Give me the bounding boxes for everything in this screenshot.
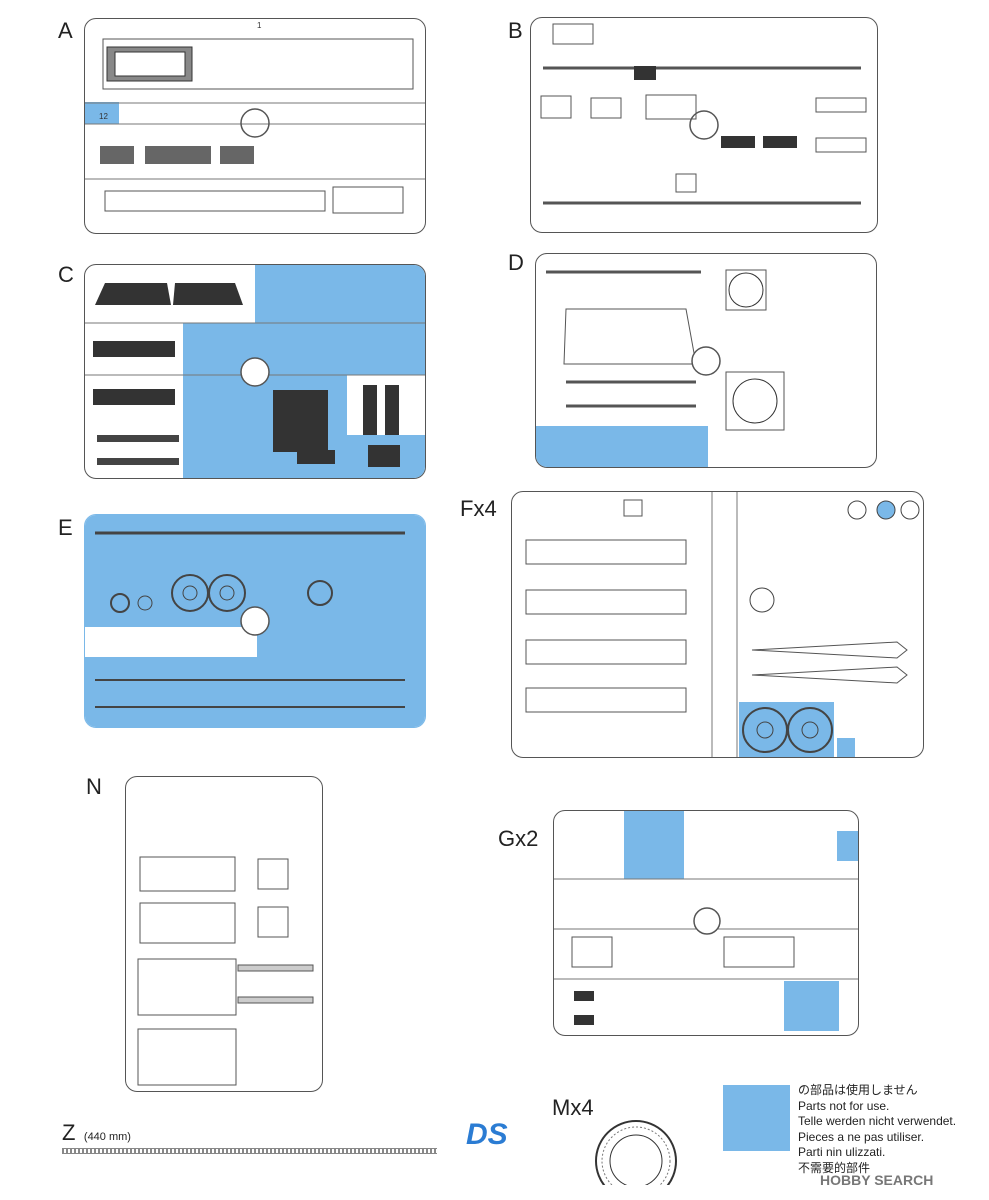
sprue-d-parts <box>536 269 785 467</box>
sprue-label-n: N <box>86 774 102 799</box>
sprue-e <box>84 514 426 728</box>
sprue-g <box>553 810 859 1036</box>
sprue-label-e: E <box>58 515 73 540</box>
legend: の部品は使用しません Parts not for use. Telle werd… <box>798 1083 956 1176</box>
legend-line: Telle werden nicht verwendet. <box>798 1114 957 1128</box>
watermark: HOBBY SEARCH <box>820 1172 933 1188</box>
svg-text:12: 12 <box>99 112 108 121</box>
legend-line: 不需要的部件 <box>798 1160 871 1175</box>
sprue-label-f: Fx4 <box>460 496 497 521</box>
sprue-label-a: A <box>58 18 73 43</box>
legend-line: Parti nin ulizzati. <box>798 1145 886 1159</box>
sprue-c <box>84 264 426 479</box>
ds-logo-text: DS <box>466 1118 508 1151</box>
sprue-g-parts <box>554 811 858 1031</box>
legend-line: Pieces a ne pas utiliser. <box>798 1129 925 1144</box>
sprue-label-c: C <box>58 262 74 287</box>
sprue-f <box>511 491 924 758</box>
svg-text:1: 1 <box>257 21 262 30</box>
sprue-b-parts <box>540 23 867 205</box>
sprue-label-z: Z <box>62 1120 76 1145</box>
legend-line: の部品は使用しません <box>798 1083 918 1097</box>
sprue-n-parts <box>137 856 314 1086</box>
sprue-c-parts <box>85 265 425 478</box>
sprue-b <box>530 17 878 233</box>
sprue-e-parts <box>85 515 425 727</box>
sprue-a-parts: 12 1 <box>85 21 425 214</box>
sprue-label-b: B <box>508 18 523 43</box>
watermark-text: HOBBY SEARCH <box>820 1172 934 1188</box>
ds-logo: DS <box>466 1118 520 1158</box>
sprue-f-parts <box>525 492 920 757</box>
unused-color-swatch <box>723 1085 790 1151</box>
sprue-a: 12 1 <box>84 18 426 234</box>
sprue-z-note: (440 mm) <box>83 1131 131 1143</box>
sprue-d <box>535 253 877 468</box>
sprue-label-m: Mx4 <box>552 1095 594 1120</box>
tire-icon <box>595 1120 677 1200</box>
sprue-label-g: Gx2 <box>498 826 539 851</box>
legend-line: Parts not for use. <box>798 1098 890 1113</box>
sprue-z: Z (440 mm) <box>62 1120 131 1146</box>
tire-part <box>592 1113 680 1200</box>
sprue-n <box>125 776 323 1092</box>
sprue-z-rod <box>62 1148 437 1154</box>
sprue-label-d: D <box>508 250 524 275</box>
